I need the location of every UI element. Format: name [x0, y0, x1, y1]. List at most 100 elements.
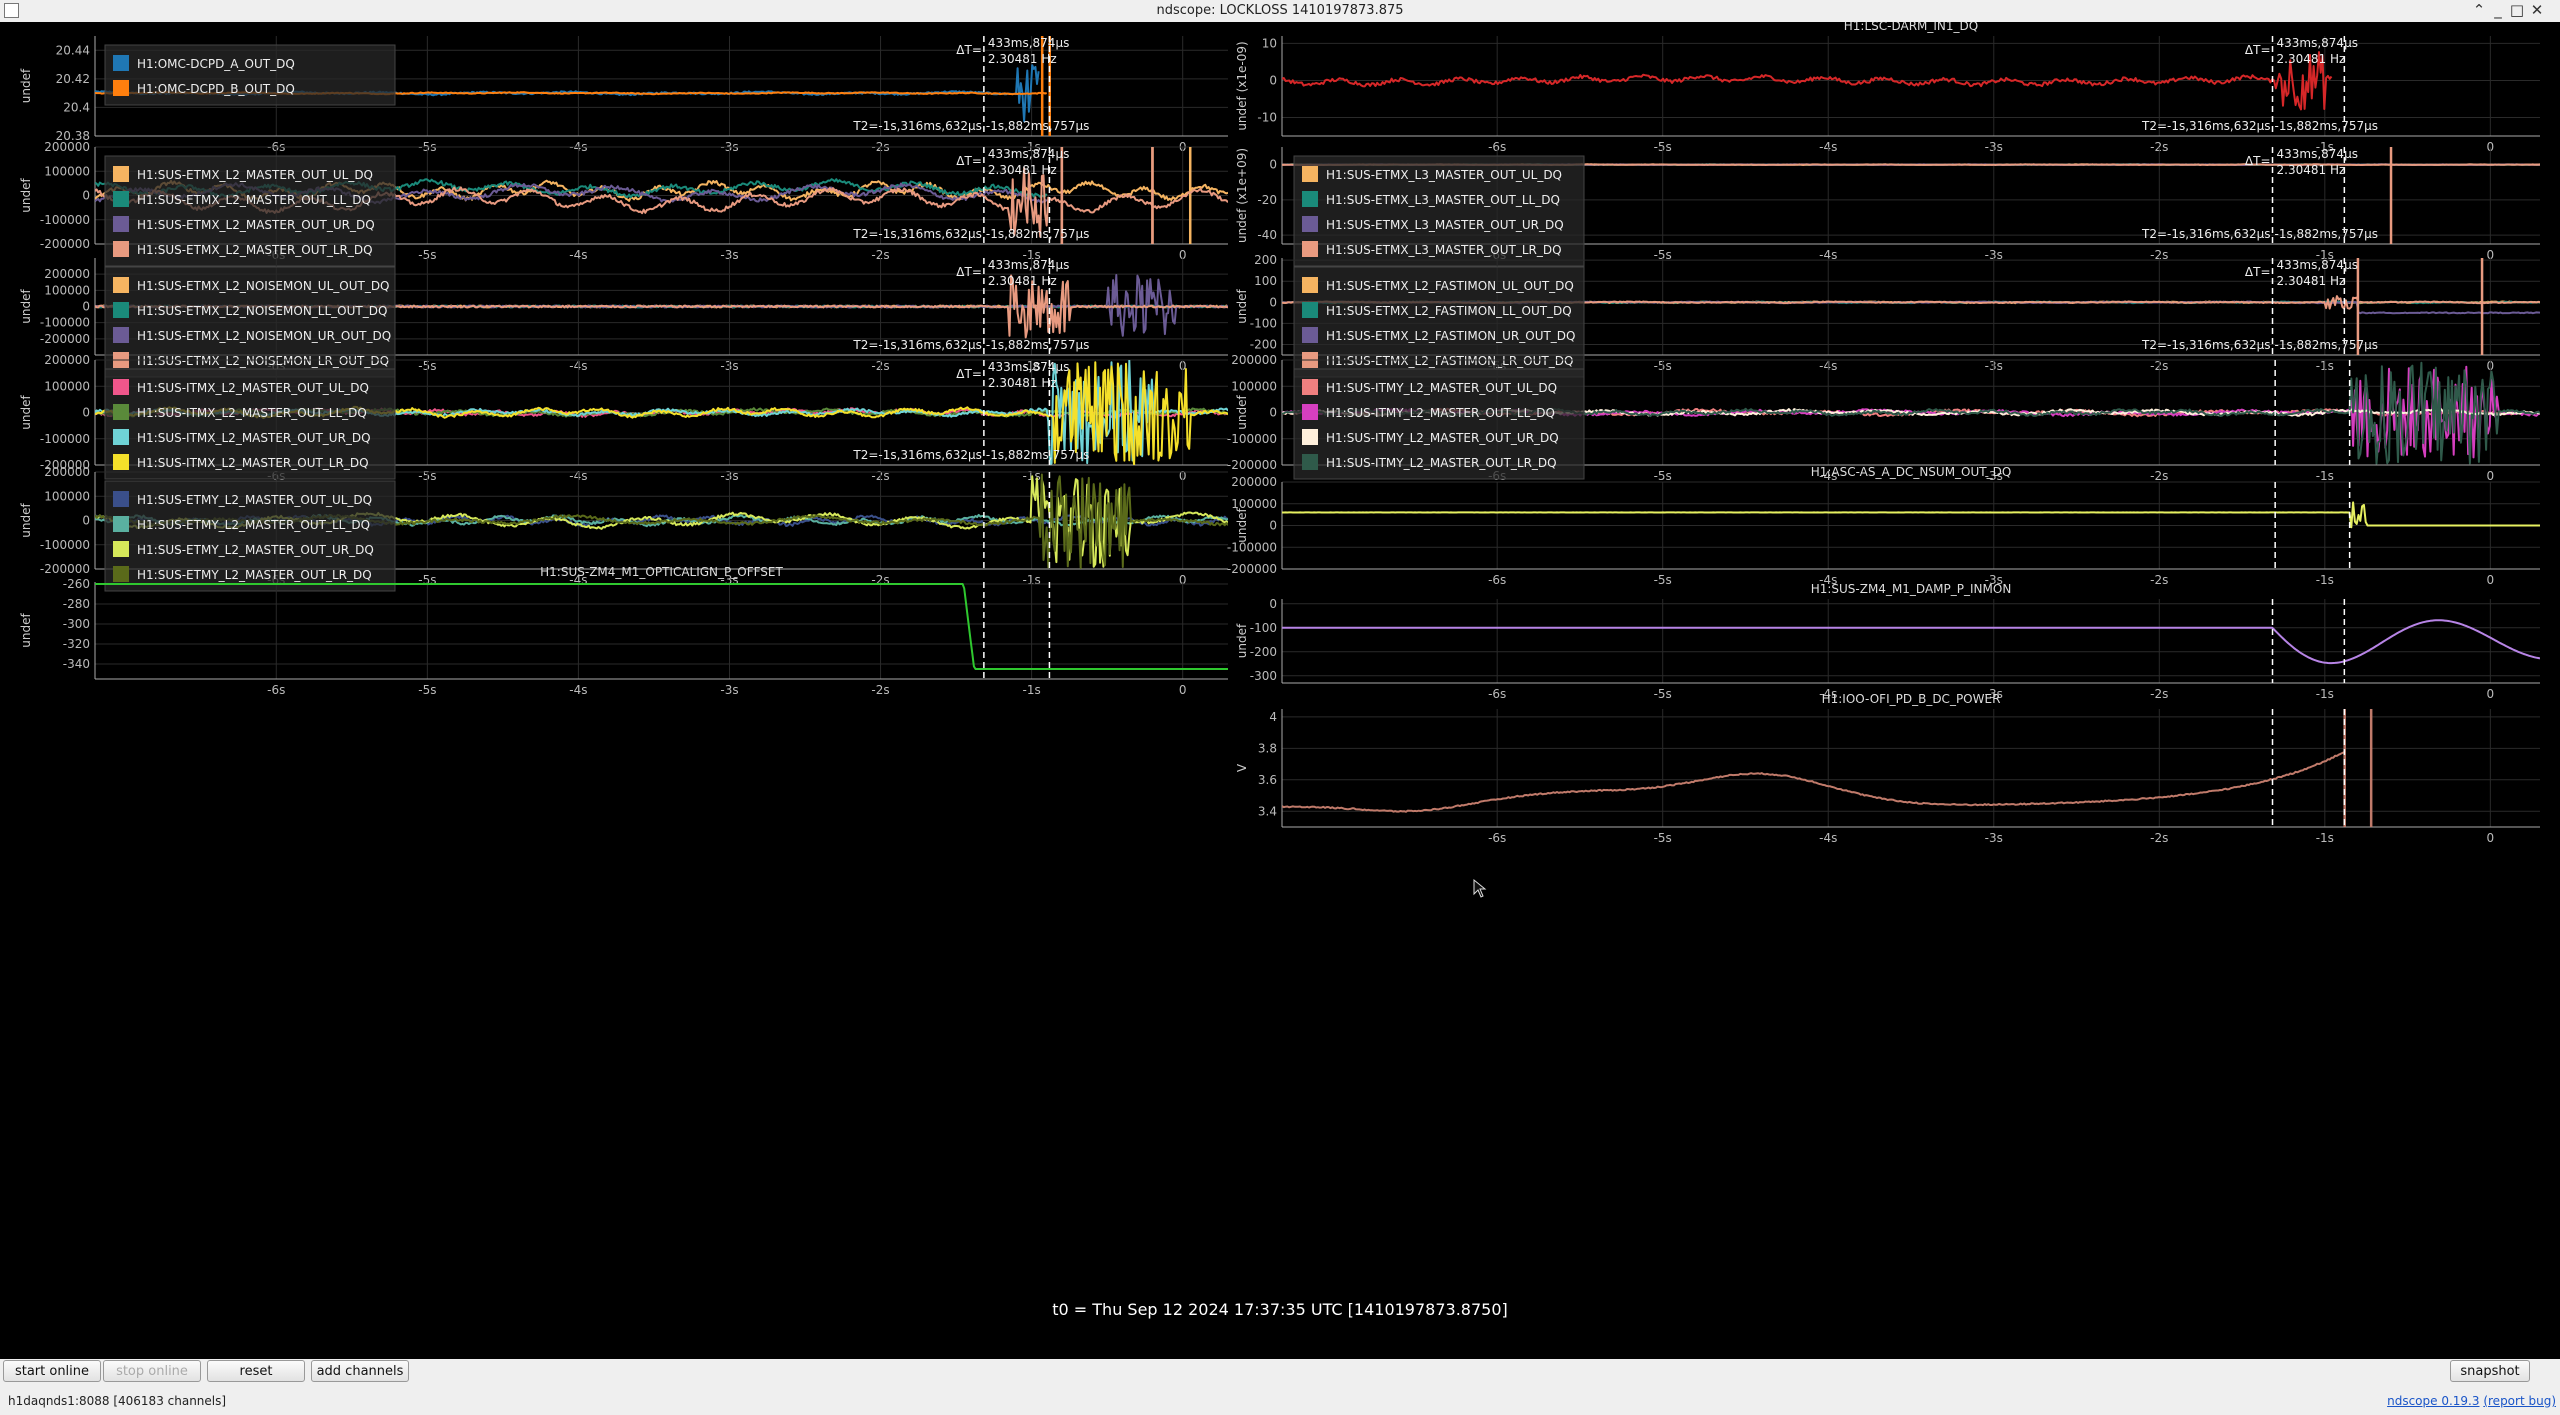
- cursor-dt-time: 433ms,874µs: [988, 258, 1069, 272]
- legend-swatch: [113, 302, 129, 318]
- legend-swatch: [1302, 277, 1318, 293]
- legend-entry: H1:OMC-DCPD_A_OUT_DQ: [137, 57, 295, 71]
- legend-swatch: [113, 191, 129, 207]
- x-tick-label: -2s: [2150, 573, 2168, 587]
- legend-swatch: [113, 404, 129, 420]
- legend-entry: H1:SUS-ITMX_L2_MASTER_OUT_UL_DQ: [137, 381, 369, 395]
- legend-box: [104, 368, 396, 480]
- y-axis-label: undef: [1235, 395, 1249, 430]
- legend-swatch: [113, 55, 129, 71]
- series-line: [1282, 51, 2333, 111]
- y-tick-label: 20.42: [56, 72, 90, 86]
- legend-box: [104, 155, 396, 267]
- y-tick-label: 3.4: [1258, 804, 1277, 818]
- cursor-t2-label: T2=-1s,316ms,632µs: [2141, 227, 2271, 241]
- x-tick-label: -6s: [1488, 573, 1506, 587]
- cursor-dt-freq: 2.30481 Hz: [988, 52, 1057, 66]
- x-tick-label: -1s: [1023, 683, 1041, 697]
- series-line: [1282, 619, 2540, 665]
- x-tick-label: 0: [2487, 687, 2495, 701]
- y-tick-label: -340: [63, 657, 90, 671]
- cursor-dt-label: ΔT=: [2245, 265, 2271, 279]
- y-axis-label: undef: [1235, 508, 1249, 543]
- legend-entry: H1:SUS-ETMY_L2_MASTER_OUT_LR_DQ: [137, 568, 372, 582]
- y-tick-label: -200000: [40, 458, 90, 472]
- y-tick-label: -100000: [1227, 432, 1277, 446]
- chevron-up-icon[interactable]: ⌃: [2472, 1, 2486, 19]
- maximize-icon[interactable]: □: [2509, 1, 2525, 19]
- y-tick-label: -100000: [40, 316, 90, 330]
- cursor-t2-tail: -1s,882ms,757µs: [986, 227, 1089, 241]
- stop-online-button[interactable]: stop online: [103, 1360, 201, 1382]
- x-tick-label: -3s: [720, 683, 738, 697]
- reset-button[interactable]: reset: [207, 1360, 305, 1382]
- minimize-icon[interactable]: _: [2494, 1, 2502, 19]
- cursor-t2-tail: -1s,882ms,757µs: [2275, 227, 2378, 241]
- legend-entry: H1:SUS-ITMX_L2_MASTER_OUT_UR_DQ: [137, 431, 371, 445]
- close-icon[interactable]: ✕: [2530, 1, 2544, 19]
- status-bar: h1daqnds1:8088 [406183 channels] ndscope…: [0, 1389, 2560, 1415]
- plot-title: H1:SUS-ZM4_M1_OPTICALIGN_P_OFFSET: [540, 565, 783, 579]
- legend-swatch: [1302, 327, 1318, 343]
- cursor-t2-label: T2=-1s,316ms,632µs: [2141, 119, 2271, 133]
- y-tick-label: 0: [82, 189, 90, 203]
- cursor-t2-tail: -1s,882ms,757µs: [2275, 119, 2378, 133]
- y-axis-label: undef: [19, 68, 33, 103]
- legend-entry: H1:SUS-ITMX_L2_MASTER_OUT_LL_DQ: [137, 406, 367, 420]
- legend-box: [104, 44, 396, 106]
- cursor-t2-label: T2=-1s,316ms,632µs: [852, 338, 982, 352]
- legend-entry: H1:SUS-ETMX_L2_NOISEMON_UR_OUT_DQ: [137, 329, 391, 343]
- y-tick-label: 200000: [44, 353, 90, 367]
- legend-entry: H1:SUS-ETMX_L2_MASTER_OUT_LL_DQ: [137, 193, 371, 207]
- y-tick-label: 20.38: [56, 129, 90, 143]
- cursor-t2-tail: -1s,882ms,757µs: [986, 119, 1089, 133]
- y-tick-label: -100000: [1227, 540, 1277, 554]
- legend-entry: H1:SUS-ETMX_L3_MASTER_OUT_LL_DQ: [1326, 193, 1560, 207]
- cursor-t2-tail: -1s,882ms,757µs: [2275, 338, 2378, 352]
- report-bug-link[interactable]: (report bug): [2483, 1394, 2556, 1408]
- snapshot-button[interactable]: snapshot: [2450, 1360, 2530, 1382]
- plot-title: H1:SUS-ZM4_M1_DAMP_P_INMON: [1811, 582, 2012, 596]
- bottom-toolbar: [0, 1359, 2560, 1393]
- y-tick-label: -100000: [40, 538, 90, 552]
- y-tick-label: 200000: [1231, 475, 1277, 489]
- version-link[interactable]: ndscope 0.19.3: [2387, 1394, 2480, 1408]
- series-group: [1282, 619, 2540, 665]
- y-tick-label: -280: [63, 597, 90, 611]
- cursor-dt-time: 433ms,874µs: [2277, 36, 2358, 50]
- x-tick-label: -4s: [1819, 248, 1837, 262]
- series-group: [1282, 709, 2373, 827]
- add-channels-button[interactable]: add channels: [311, 1360, 409, 1382]
- legend-entry: H1:SUS-ETMX_L2_FASTIMON_UR_OUT_DQ: [1326, 329, 1576, 343]
- legend-entry: H1:SUS-ETMX_L2_NOISEMON_LL_OUT_DQ: [137, 304, 387, 318]
- legend-box: [104, 480, 396, 592]
- legend-entry: H1:SUS-ETMX_L2_MASTER_OUT_UR_DQ: [137, 218, 375, 232]
- cursor-dt-label: ΔT=: [2245, 43, 2271, 57]
- legend-entry: H1:SUS-ETMX_L2_FASTIMON_UL_OUT_DQ: [1326, 279, 1574, 293]
- x-tick-label: -5s: [1654, 831, 1672, 845]
- x-tick-label: -2s: [871, 248, 889, 262]
- legend-swatch: [1302, 379, 1318, 395]
- y-tick-label: 0: [82, 514, 90, 528]
- y-tick-label: 100000: [1231, 379, 1277, 393]
- series-line: [95, 583, 1228, 670]
- x-tick-label: -5s: [1654, 687, 1672, 701]
- legend-entry: H1:SUS-ITMY_L2_MASTER_OUT_UR_DQ: [1326, 431, 1559, 445]
- y-tick-label: 0: [1269, 519, 1277, 533]
- start-online-button[interactable]: start online: [3, 1360, 101, 1382]
- cursor-t2-label: T2=-1s,316ms,632µs: [852, 227, 982, 241]
- legend-swatch: [113, 491, 129, 507]
- legend-swatch: [113, 327, 129, 343]
- y-tick-label: -100: [1250, 621, 1277, 635]
- legend-swatch: [113, 454, 129, 470]
- cursor-dt-label: ΔT=: [956, 43, 982, 57]
- y-axis-label: undef: [1235, 623, 1249, 658]
- x-tick-label: -3s: [1985, 248, 2003, 262]
- legend-swatch: [113, 241, 129, 257]
- x-tick-label: -5s: [1654, 573, 1672, 587]
- y-axis-label: undef: [1235, 289, 1249, 324]
- x-tick-label: 0: [1179, 573, 1187, 587]
